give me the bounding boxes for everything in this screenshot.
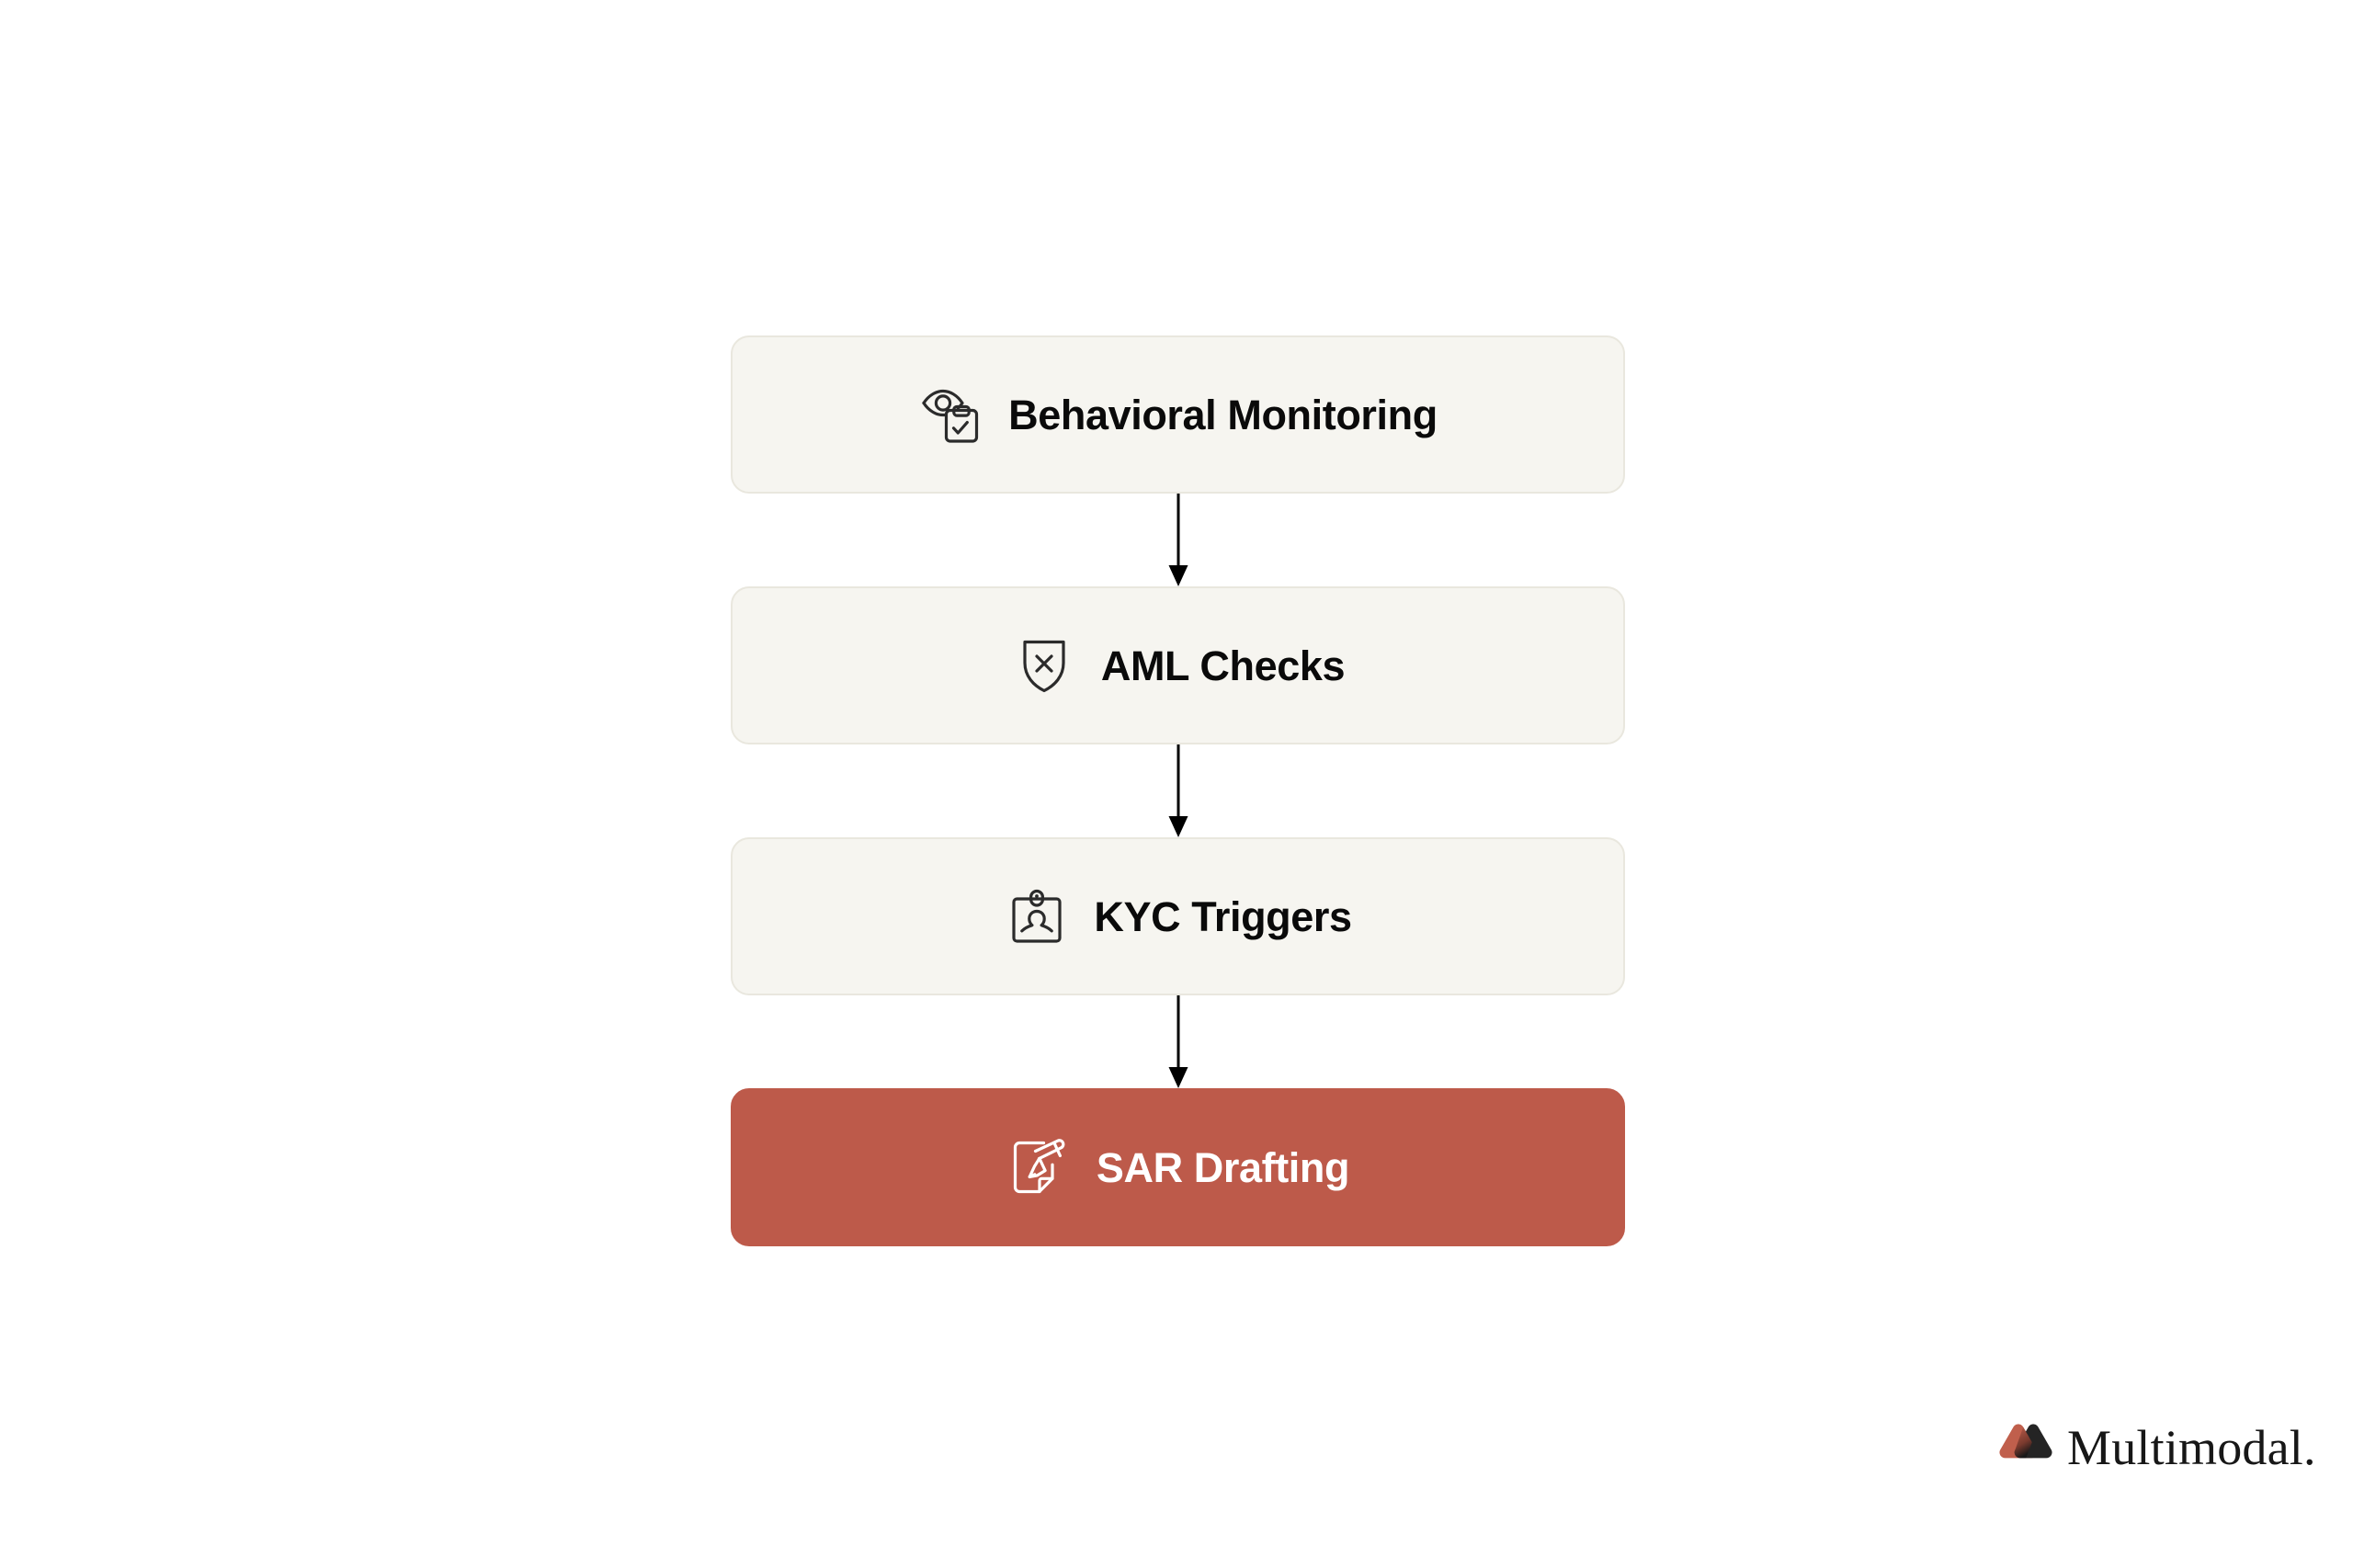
multimodal-triangles-icon xyxy=(1997,1424,2054,1471)
document-pencil-icon xyxy=(1006,1134,1073,1200)
flow-node-label: SAR Drafting xyxy=(1096,1143,1350,1191)
flow-node-aml-checks[interactable]: AML Checks xyxy=(731,586,1625,744)
flow-node-label: KYC Triggers xyxy=(1094,892,1352,940)
flow-node-label: Behavioral Monitoring xyxy=(1008,391,1438,438)
flow-connector-2 xyxy=(731,744,1625,837)
flow-node-sar-drafting[interactable]: SAR Drafting xyxy=(731,1088,1625,1246)
flow-node-kyc-triggers[interactable]: KYC Triggers xyxy=(731,837,1625,995)
id-badge-person-icon xyxy=(1004,883,1070,949)
eye-clipboard-check-icon xyxy=(918,381,984,448)
flow-connector-1 xyxy=(731,494,1625,586)
shield-x-icon xyxy=(1011,632,1077,699)
flowchart: Behavioral Monitoring AML Checks xyxy=(731,335,1625,1246)
multimodal-logo: Multimodal. xyxy=(1997,1423,2316,1472)
flow-node-behavioral-monitoring[interactable]: Behavioral Monitoring xyxy=(731,335,1625,494)
flow-node-label: AML Checks xyxy=(1100,642,1346,689)
multimodal-wordmark: Multimodal. xyxy=(2067,1420,2316,1475)
flow-connector-3 xyxy=(731,995,1625,1088)
